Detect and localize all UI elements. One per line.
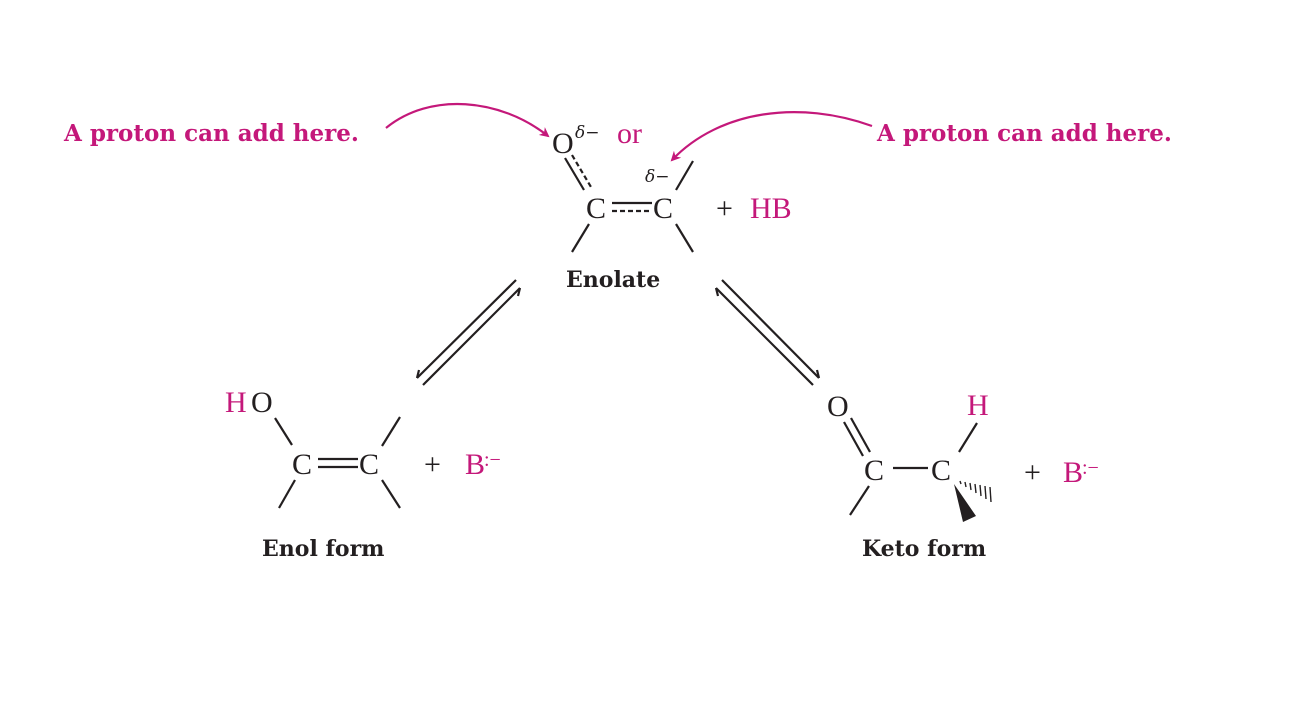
c1-substituent-bond bbox=[278, 479, 296, 509]
c2-upper-bond bbox=[675, 160, 694, 191]
keto-plus: + bbox=[1024, 456, 1041, 489]
enolate-acid: HB bbox=[750, 192, 792, 225]
left-curved-arrow-icon bbox=[385, 102, 550, 138]
enolate-label: Enolate bbox=[566, 267, 660, 293]
enolate-plus: + bbox=[716, 192, 733, 225]
co-double-bond-a bbox=[843, 421, 864, 457]
enol-plus: + bbox=[424, 448, 441, 481]
hash-bond-icon bbox=[959, 480, 992, 503]
c2-upper-bond bbox=[381, 416, 401, 447]
keto-hydrogen: H bbox=[967, 389, 989, 422]
c-oh-bond bbox=[274, 417, 293, 446]
keto-carbon2: C bbox=[931, 454, 951, 487]
c2-lower-bond bbox=[675, 223, 694, 253]
enol-carbon2: C bbox=[359, 448, 379, 481]
c-h-bond bbox=[958, 422, 978, 453]
co-bond bbox=[564, 157, 585, 191]
co-partial-bond bbox=[571, 154, 592, 188]
enol-base: B bbox=[465, 448, 485, 481]
keto-base: B bbox=[1063, 456, 1083, 489]
left-equilibrium-arrow-icon bbox=[415, 279, 522, 386]
right-curved-arrow-icon bbox=[670, 111, 873, 162]
enol-carbon1: C bbox=[292, 448, 312, 481]
enolate-carbon2: C bbox=[653, 192, 673, 225]
c1-substituent-bond bbox=[571, 223, 590, 253]
or-text: or bbox=[617, 117, 642, 150]
keto-base-charge: :− bbox=[1082, 457, 1099, 479]
enol-label: Enol form bbox=[262, 536, 384, 562]
right-annotation: A proton can add here. bbox=[876, 120, 1172, 147]
enolate-carbon1: C bbox=[586, 192, 606, 225]
keto-carbon1: C bbox=[864, 454, 884, 487]
enol-structure: H O C C + B :− Enol form bbox=[225, 386, 501, 562]
enolate-carbon-charge: δ− bbox=[645, 167, 669, 187]
enol-hydroxyl-o: O bbox=[251, 386, 273, 419]
wedge-bond-icon bbox=[954, 484, 976, 522]
enol-hydroxyl-h: H bbox=[225, 386, 247, 419]
keto-oxygen: O bbox=[827, 390, 849, 423]
c1-substituent-bond bbox=[849, 485, 870, 516]
keto-structure: O C C H + B :− Keto form bbox=[827, 389, 1099, 562]
co-double-bond-b bbox=[850, 417, 871, 453]
left-annotation: A proton can add here. bbox=[63, 120, 359, 147]
enolate-oxygen: O bbox=[552, 127, 574, 160]
enolate-structure: O δ− or C C δ− + HB Enolate bbox=[552, 117, 792, 293]
c2-lower-bond bbox=[381, 479, 401, 509]
keto-label: Keto form bbox=[862, 536, 986, 562]
enolate-oxygen-charge: δ− bbox=[575, 123, 599, 143]
enol-base-charge: :− bbox=[484, 449, 501, 471]
right-equilibrium-arrow-icon bbox=[714, 279, 821, 386]
